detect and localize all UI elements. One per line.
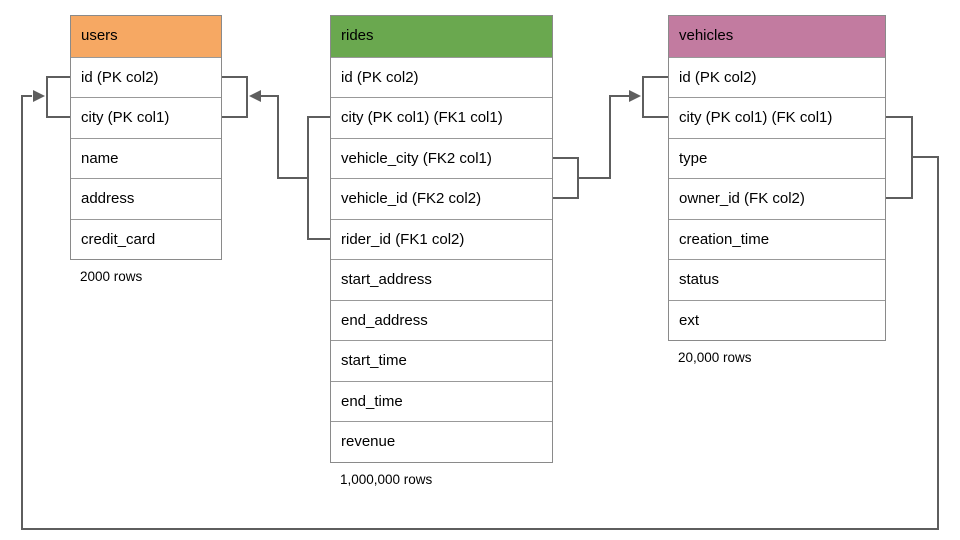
- table-row[interactable]: address: [71, 178, 221, 219]
- row-count-label-vehicles: 20,000 rows: [678, 350, 752, 365]
- relationship-vehicles-users: [21, 76, 939, 530]
- rides-right-bracket: [553, 157, 579, 199]
- table-row[interactable]: revenue: [331, 421, 552, 462]
- table-row[interactable]: city (PK col1) (FK col1): [669, 97, 885, 138]
- table-row[interactable]: id (PK col2): [71, 56, 221, 97]
- table-row[interactable]: status: [669, 259, 885, 300]
- table-row[interactable]: city (PK col1): [71, 97, 221, 138]
- table-header-rides: rides: [331, 16, 552, 57]
- rides-vehicles-connector: [578, 95, 629, 179]
- arrowhead-into-vehicles-left: [629, 90, 641, 102]
- table-rows: id (PK col2)city (PK col1) (FK1 col1)veh…: [331, 56, 552, 462]
- table-row[interactable]: id (PK col2): [669, 56, 885, 97]
- vehicles-left-bracket: [642, 76, 668, 118]
- relationship-rides-users: [222, 76, 330, 240]
- table-header-users: users: [71, 16, 221, 57]
- table-box: vehicles id (PK col2)city (PK col1) (FK …: [668, 15, 886, 341]
- vehicles-right-bracket: [886, 116, 913, 199]
- arrowhead-into-users-left: [33, 90, 45, 102]
- users-left-bracket: [46, 76, 70, 118]
- table-row[interactable]: vehicle_id (FK2 col2): [331, 178, 552, 219]
- row-count-label-rides: 1,000,000 rows: [340, 471, 433, 487]
- table-row[interactable]: owner_id (FK col2): [669, 178, 885, 219]
- table-row[interactable]: id (PK col2): [331, 56, 552, 97]
- table-vehicles[interactable]: vehicles id (PK col2)city (PK col1) (FK …: [668, 15, 886, 365]
- table-rows: id (PK col2)city (PK col1) (FK col1)type…: [669, 56, 885, 340]
- table-row[interactable]: creation_time: [669, 218, 885, 259]
- table-box: rides id (PK col2)city (PK col1) (FK1 co…: [330, 15, 553, 463]
- table-row[interactable]: end_time: [331, 380, 552, 421]
- arrowhead-into-users-right: [249, 90, 261, 102]
- table-row[interactable]: type: [669, 137, 885, 178]
- table-row[interactable]: start_time: [331, 340, 552, 381]
- table-row[interactable]: ext: [669, 299, 885, 340]
- table-row[interactable]: credit_card: [71, 218, 221, 259]
- table-row[interactable]: vehicle_city (FK2 col1): [331, 137, 552, 178]
- table-row[interactable]: start_address: [331, 259, 552, 300]
- vehicles-users-connector: [21, 95, 939, 530]
- rides-users-connector: [260, 95, 308, 179]
- table-row[interactable]: rider_id (FK1 col2): [331, 218, 552, 259]
- users-right-bracket: [222, 76, 248, 118]
- table-header-vehicles: vehicles: [669, 16, 885, 57]
- rides-left-bracket: [307, 116, 330, 240]
- table-row[interactable]: end_address: [331, 299, 552, 340]
- table-row[interactable]: name: [71, 137, 221, 178]
- relationship-rides-vehicles: [553, 76, 668, 199]
- table-rides[interactable]: rides id (PK col2)city (PK col1) (FK1 co…: [330, 15, 553, 487]
- row-count-label-users: 2000 rows: [80, 269, 143, 284]
- table-row[interactable]: city (PK col1) (FK1 col1): [331, 97, 552, 138]
